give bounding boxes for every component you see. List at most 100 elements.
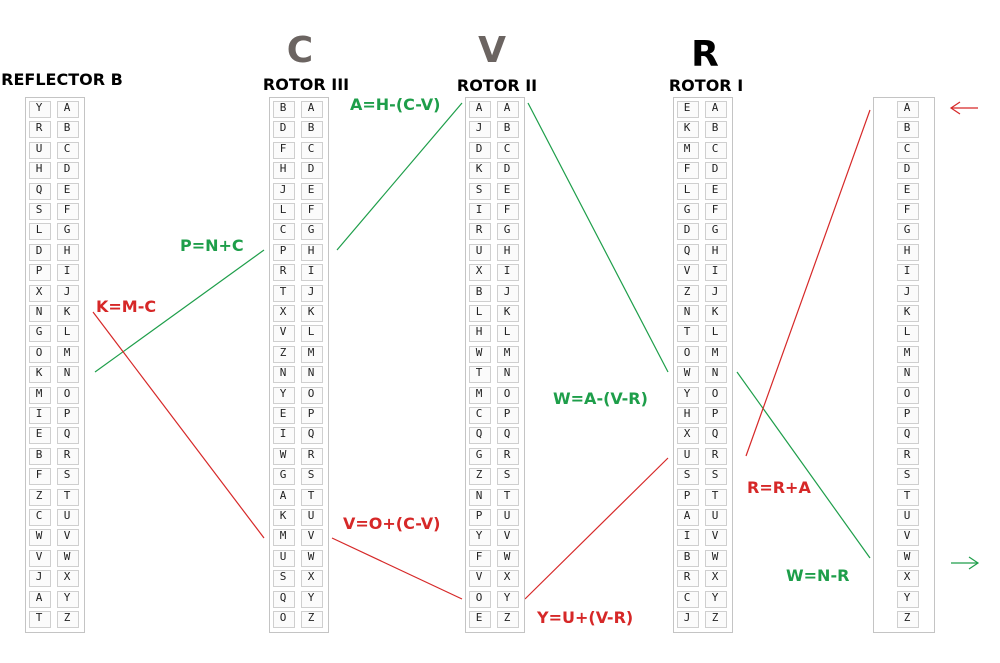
table-cell [677, 345, 699, 363]
output-arrow-icon [951, 556, 980, 570]
table-letter: S [35, 203, 43, 216]
table-letter: L [63, 325, 71, 339]
table-cell [705, 264, 727, 282]
table-cell [469, 162, 491, 180]
table-letter: E [711, 182, 719, 196]
table-cell [677, 243, 699, 261]
table-letter: S [279, 570, 287, 584]
table-cell [57, 386, 79, 404]
table-letter: V [503, 529, 511, 543]
table-cell [497, 121, 519, 139]
table-letter: F [307, 203, 315, 216]
table-letter: D [63, 162, 71, 176]
table-cell [469, 570, 491, 588]
reflector-title: REFLECTOR B [1, 70, 123, 89]
table-letter: X [903, 570, 911, 584]
table-cell [497, 427, 519, 445]
table-cell [897, 447, 919, 465]
table-letter: E [279, 407, 287, 420]
table-letter: V [903, 529, 911, 543]
table-letter: H [683, 407, 691, 420]
table-letter: Q [63, 427, 71, 441]
table-cell [469, 223, 491, 241]
table-letter: B [35, 447, 43, 461]
table-cell [57, 549, 79, 567]
table-letter: H [35, 162, 43, 176]
table-cell [301, 407, 323, 424]
table-cell [705, 447, 727, 465]
table-letter: P [35, 264, 43, 278]
table-cell [273, 325, 295, 343]
label-a-equation: A=H-(C-V) [350, 95, 441, 114]
table-cell [301, 264, 323, 282]
table-cell [469, 141, 491, 159]
table-letter: P [307, 407, 315, 420]
table-cell [57, 182, 79, 200]
table-letter: U [279, 549, 287, 563]
table-cell [497, 386, 519, 404]
table-letter: Z [475, 468, 483, 482]
table-letter: O [503, 386, 511, 400]
table-cell [57, 203, 79, 220]
table-letter: W [279, 447, 287, 461]
table-letter: R [307, 447, 315, 461]
table-cell [273, 549, 295, 567]
table-letter: G [63, 223, 71, 237]
table-letter: S [503, 468, 511, 482]
table-cell [273, 101, 295, 118]
table-cell [301, 203, 323, 220]
table-letter: F [475, 549, 483, 563]
table-cell [497, 488, 519, 506]
table-letter: X [307, 570, 315, 584]
table-letter: C [35, 509, 43, 522]
table-cell [897, 366, 919, 384]
table-cell [469, 121, 491, 139]
table-cell [301, 101, 323, 118]
table-letter: G [475, 447, 483, 461]
table-letter: D [503, 162, 511, 176]
table-letter: N [35, 305, 43, 318]
table-letter: J [307, 284, 315, 298]
table-letter: Q [35, 182, 43, 196]
table-cell [29, 182, 51, 200]
table-letter: T [903, 488, 911, 502]
table-letter: V [683, 264, 691, 278]
table-letter: M [503, 345, 511, 359]
table-cell [897, 325, 919, 343]
table-cell [897, 468, 919, 486]
table-cell [301, 509, 323, 526]
table-cell [273, 182, 295, 200]
table-cell [301, 141, 323, 159]
rotor1-position-letter: R [691, 34, 719, 75]
table-letter: Y [63, 590, 71, 604]
table-cell [57, 529, 79, 547]
table-letter: R [711, 447, 719, 461]
table-cell [57, 611, 79, 628]
table-cell [705, 284, 727, 302]
table-letter: R [503, 447, 511, 461]
table-cell [57, 243, 79, 261]
table-cell [273, 305, 295, 322]
table-cell [29, 243, 51, 261]
table-letter: K [307, 305, 315, 318]
table-letter: U [903, 509, 911, 522]
table-letter: W [307, 549, 315, 563]
table-letter: Q [307, 427, 315, 441]
table-letter: J [683, 611, 691, 624]
table-cell [677, 549, 699, 567]
table-cell [57, 121, 79, 139]
table-cell [497, 468, 519, 486]
table-letter: J [903, 284, 911, 298]
table-letter: Z [279, 345, 287, 359]
table-cell [677, 162, 699, 180]
table-letter: Z [683, 284, 691, 298]
table-cell [29, 590, 51, 608]
table-cell [497, 264, 519, 282]
table-letter: A [63, 101, 71, 114]
table-cell [705, 203, 727, 220]
table-letter: S [683, 468, 691, 482]
table-letter: M [279, 529, 287, 543]
table-cell [677, 570, 699, 588]
table-letter: H [903, 243, 911, 257]
